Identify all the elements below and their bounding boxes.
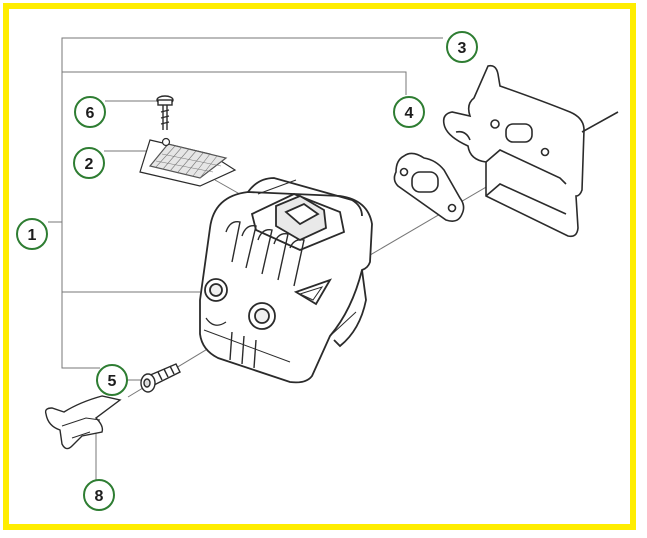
deflector-part xyxy=(44,395,122,450)
callout-2-label: 2 xyxy=(85,156,94,173)
callout-3-label: 3 xyxy=(458,40,467,57)
muffler-part xyxy=(199,177,373,384)
callout-6-label: 6 xyxy=(86,105,95,122)
callout-5-label: 5 xyxy=(108,373,117,390)
callout-6: 6 xyxy=(74,96,106,128)
screw-part xyxy=(156,95,174,130)
cooling-plate-part xyxy=(442,64,619,238)
callout-1-label: 1 xyxy=(28,227,37,244)
callout-3: 3 xyxy=(446,31,478,63)
callout-1: 1 xyxy=(16,218,48,250)
callout-4: 4 xyxy=(393,96,425,128)
bolt-part xyxy=(140,363,181,393)
callout-8-label: 8 xyxy=(95,488,104,505)
callout-5: 5 xyxy=(96,364,128,396)
callout-8: 8 xyxy=(83,479,115,511)
callout-2: 2 xyxy=(73,147,105,179)
gasket-part xyxy=(393,152,465,222)
callout-4-label: 4 xyxy=(405,105,414,122)
spark-arrestor-screen-part xyxy=(139,137,237,187)
